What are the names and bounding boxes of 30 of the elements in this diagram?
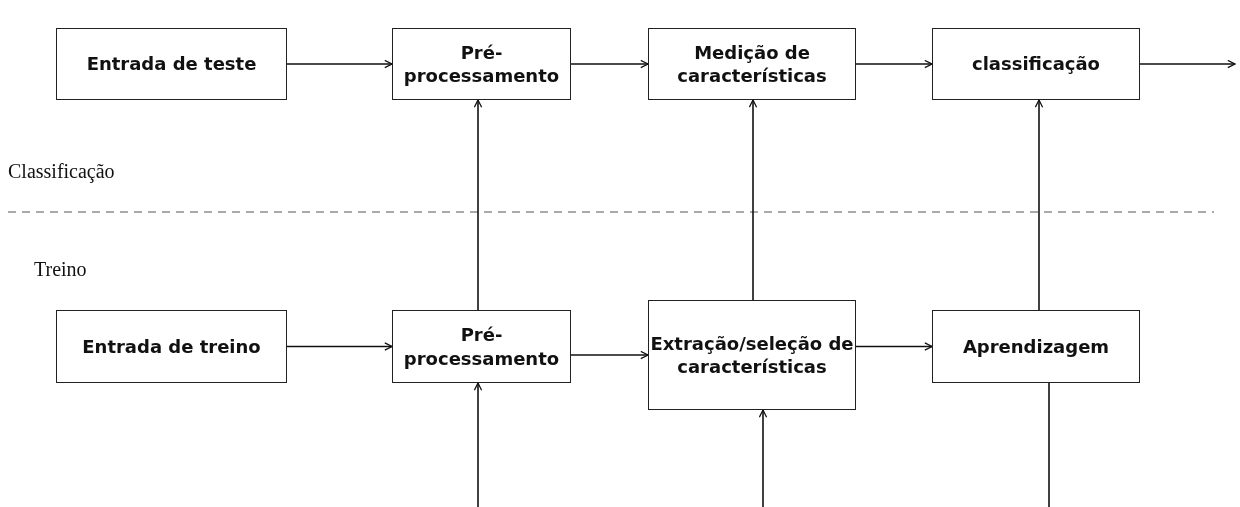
arrow — [758, 409, 768, 507]
section-label: Classificação — [8, 160, 115, 183]
arrow — [570, 59, 649, 69]
arrow — [473, 99, 483, 311]
process-box — [648, 300, 856, 410]
process-box — [392, 28, 571, 100]
process-box — [56, 310, 287, 383]
box-label: classificação — [972, 52, 1100, 76]
process-box — [932, 310, 1140, 383]
arrow — [473, 382, 483, 507]
arrow — [855, 342, 933, 351]
arrow — [1139, 59, 1236, 69]
arrow — [1034, 99, 1044, 311]
box-label: Extração/seleção de características — [649, 331, 855, 379]
arrow — [570, 350, 649, 360]
process-box — [648, 28, 856, 100]
box-label: Pré-processamento — [402, 40, 561, 88]
box-label: Pré-processamento — [402, 323, 561, 370]
arrow — [855, 59, 933, 69]
process-box — [392, 310, 571, 383]
process-box — [56, 28, 287, 100]
process-box — [932, 28, 1140, 100]
arrow — [286, 342, 393, 351]
arrow — [748, 99, 758, 301]
box-label: Medição de características — [676, 40, 828, 88]
box-label: Entrada de teste — [86, 52, 257, 76]
box-label: Aprendizagem — [962, 334, 1110, 359]
section-label: Treino — [34, 258, 87, 281]
box-label: Entrada de treino — [82, 334, 261, 359]
arrow — [286, 59, 393, 69]
